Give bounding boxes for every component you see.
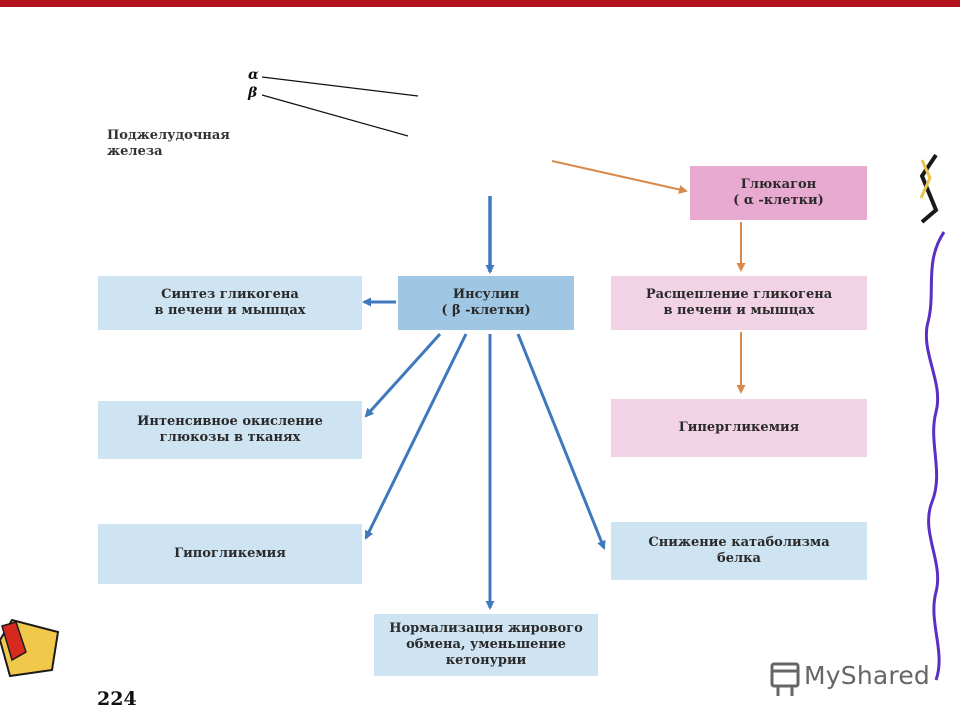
arrow-insulin-to-glucose-oxidation — [364, 332, 442, 418]
beta-label: β — [248, 85, 258, 101]
effect-box-glycogen-breakdown: Расщепление гликогена в печени и мышцах — [611, 276, 867, 330]
effect-box-hypoglycemia: Гипогликемия — [98, 524, 362, 584]
effect-box-protein-catabolism: Снижение катаболизма белка — [611, 522, 867, 580]
pancreas-label: Поджелудочная железа — [107, 128, 230, 159]
watermark-text[interactable]: MyShared — [804, 661, 930, 690]
effect-box-glycogen-synthesis: Синтез гликогена в печени и мышцах — [98, 276, 362, 330]
beta-pointer-line — [261, 94, 409, 137]
arrow-insulin-to-protein-catabolism — [516, 333, 606, 550]
glucagon-box: Глюкагон ( α -клетки) — [690, 166, 867, 220]
effect-box-hyperglycemia: Гипергликемия — [611, 399, 867, 457]
arrow-insulin-to-hypoglycemia — [364, 333, 468, 540]
page-number: 224 — [97, 688, 137, 710]
alpha-label: α — [248, 67, 259, 83]
arrow-pancreas-to-glucagon — [551, 160, 688, 194]
effect-box-fat-metabolism: Нормализация жирового обмена, уменьшение… — [374, 614, 598, 676]
top-border-bar — [0, 0, 960, 7]
insulin-box: Инсулин ( β -клетки) — [398, 276, 574, 330]
alpha-pointer-line — [261, 76, 419, 97]
effect-box-glucose-oxidation: Интенсивное окисление глюкозы в тканях — [98, 401, 362, 459]
